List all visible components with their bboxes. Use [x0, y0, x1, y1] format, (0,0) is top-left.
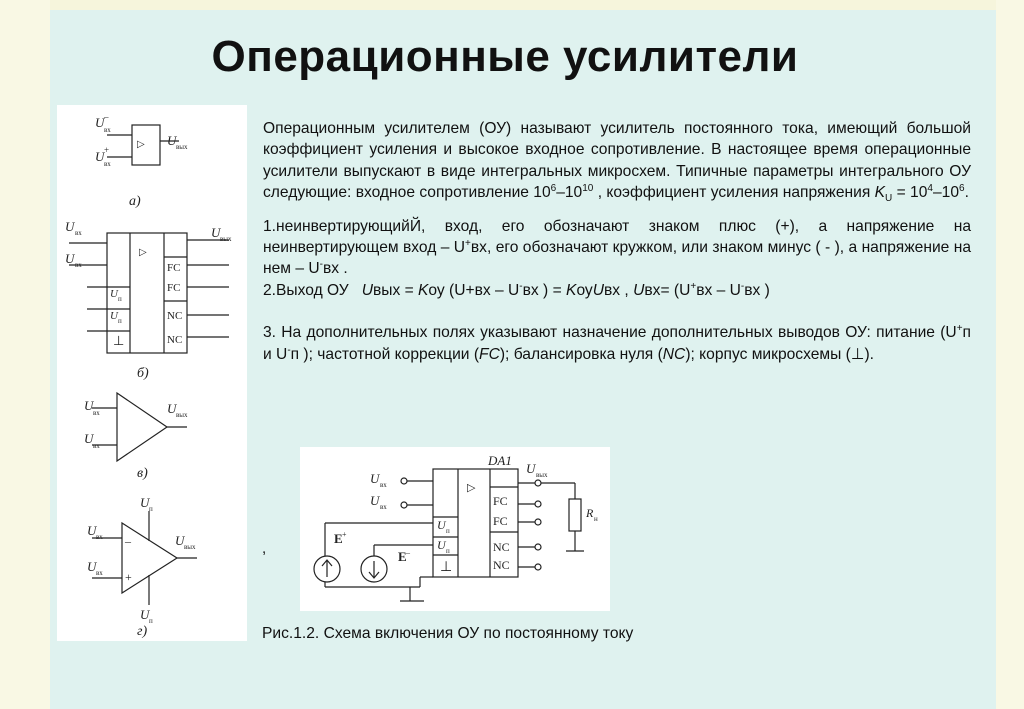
svg-text:вых: вых: [176, 143, 188, 151]
opamp-symbols-figure: ▷ U вх – U вх + U вых а): [57, 105, 247, 641]
svg-text:п: п: [149, 617, 153, 625]
symbol-b: ▷ FC FC NC NC U п U п ⊥ U вх U вх U вых …: [65, 219, 232, 381]
svg-text:R: R: [585, 506, 594, 520]
svg-text:U: U: [65, 219, 76, 234]
svg-text:U: U: [87, 523, 98, 538]
svg-text:вх: вх: [93, 442, 100, 450]
intro-paragraph: Операционным усилителем (ОУ) называют ус…: [263, 120, 971, 205]
svg-text:вх: вх: [380, 481, 387, 489]
svg-text:+: +: [342, 530, 347, 539]
label-b: б): [137, 366, 149, 381]
svg-text:⊥: ⊥: [113, 333, 124, 348]
load-resistor: [568, 498, 582, 532]
svg-text:U: U: [140, 607, 151, 622]
svg-text:U: U: [140, 495, 151, 510]
svg-text:U: U: [370, 471, 381, 486]
svg-text:NC: NC: [493, 540, 510, 554]
figure-caption: Рис.1.2. Схема включения ОУ по постоянно…: [262, 625, 634, 642]
left-margin-band: [0, 0, 50, 709]
svg-text:U: U: [526, 461, 537, 476]
svg-text:U: U: [84, 431, 95, 446]
svg-text:U: U: [110, 310, 119, 322]
svg-text:–: –: [405, 548, 411, 557]
svg-text:вых: вых: [176, 411, 188, 419]
svg-text:вх: вх: [96, 569, 103, 577]
label-g: г): [137, 624, 147, 639]
item-1-paragraph: 1.неинвертирующийЙ, вход, его обозначают…: [263, 217, 972, 278]
svg-text:U: U: [437, 518, 447, 532]
svg-text:н: н: [594, 515, 598, 523]
svg-text:вых: вых: [536, 471, 548, 479]
svg-text:E: E: [398, 549, 407, 564]
opamp-circuit-svg: DA1 ▷ FC FC NC NC U п U п ⊥ U вх U вх: [313, 453, 598, 602]
label-a: а): [129, 194, 141, 209]
svg-text:вх: вх: [93, 409, 100, 417]
item-2-paragraph: 2.Выход ОУ Uвых = Kоу (U+вх – U-вх ) = K…: [263, 280, 770, 299]
svg-text:U: U: [167, 133, 178, 148]
svg-text:NC: NC: [167, 334, 182, 346]
svg-text:вых: вых: [220, 235, 232, 243]
svg-text:U: U: [437, 538, 447, 552]
svg-text:U: U: [370, 493, 381, 508]
svg-text:вых: вых: [184, 543, 196, 551]
svg-text:U: U: [84, 398, 95, 413]
label-da1: DA1: [487, 453, 512, 468]
svg-text:вх: вх: [104, 126, 111, 134]
stray-comma: ,: [262, 540, 267, 557]
main-text: Операционным усилителем (ОУ) называют ус…: [263, 118, 971, 365]
svg-text:▷: ▷: [467, 482, 476, 494]
opamp-circuit-figure: DA1 ▷ FC FC NC NC U п U п ⊥ U вх U вх: [300, 447, 610, 611]
svg-text:U: U: [110, 288, 119, 300]
svg-text:U: U: [87, 559, 98, 574]
svg-text:FC: FC: [493, 514, 508, 528]
svg-text:вх: вх: [104, 160, 111, 168]
triangle-mark-a: ▷: [137, 139, 145, 150]
svg-text:FC: FC: [167, 262, 180, 274]
svg-text:U: U: [95, 149, 106, 164]
svg-text:NC: NC: [167, 310, 182, 322]
svg-text:▷: ▷: [139, 247, 147, 258]
svg-text:вх: вх: [75, 229, 82, 237]
page-title: Операционные усилители: [211, 32, 799, 81]
svg-text:U: U: [167, 401, 178, 416]
svg-text:вх: вх: [75, 261, 82, 269]
svg-text:п: п: [446, 547, 450, 555]
svg-text:E: E: [334, 531, 343, 546]
svg-text:U: U: [65, 251, 76, 266]
svg-text:⊥: ⊥: [440, 560, 452, 575]
svg-text:п: п: [149, 505, 153, 513]
svg-text:–: –: [124, 534, 132, 548]
svg-text:+: +: [125, 570, 132, 584]
symbol-a: ▷ U вх – U вх + U вых а): [95, 112, 188, 209]
symbol-v: U вх U вх U вых в): [84, 391, 188, 481]
svg-text:U: U: [211, 225, 222, 240]
svg-text:п: п: [446, 527, 450, 535]
item-3-paragraph: 3. На дополнительных полях указывают наз…: [263, 323, 971, 363]
svg-text:NC: NC: [493, 558, 510, 572]
svg-text:п: п: [118, 317, 122, 325]
svg-text:U: U: [95, 115, 106, 130]
symbol-g: – + U вх U вх U вых U п U п г): [87, 495, 197, 639]
right-margin-band: [996, 0, 1024, 709]
label-v: в): [137, 466, 148, 481]
svg-text:U: U: [175, 533, 186, 548]
svg-text:FC: FC: [167, 282, 180, 294]
svg-text:п: п: [118, 295, 122, 303]
svg-text:+: +: [104, 145, 109, 155]
opamp-symbols-svg: ▷ U вх – U вх + U вых а): [65, 112, 232, 639]
svg-text:вх: вх: [380, 503, 387, 511]
svg-text:FC: FC: [493, 494, 508, 508]
svg-text:–: –: [103, 112, 109, 122]
svg-text:вх: вх: [96, 533, 103, 541]
